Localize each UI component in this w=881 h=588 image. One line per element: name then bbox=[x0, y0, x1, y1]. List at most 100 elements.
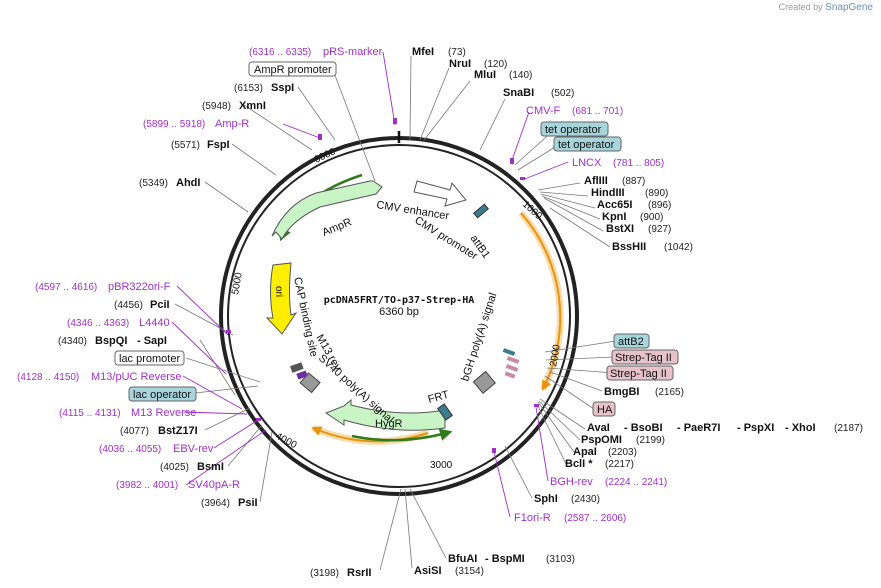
enzyme-psii-pos: (3964) bbox=[201, 498, 230, 509]
enzyme-fspi: FspI bbox=[207, 139, 230, 151]
enzyme-mlui: MluI bbox=[474, 69, 496, 81]
box-strep-tag-2: Strep-Tag II bbox=[606, 365, 674, 381]
ampr-arrow bbox=[271, 180, 383, 240]
primer-m13rev-pos: (4115 .. 4131) bbox=[59, 408, 121, 419]
enzyme-avai-pos: (2187) bbox=[834, 423, 863, 434]
primer-sv40pa: SV40pA-R bbox=[188, 479, 240, 491]
box-tet-operator-1: tet operator bbox=[540, 121, 609, 137]
enzyme-bsmi: BsmI bbox=[197, 461, 224, 473]
enzyme-hindiii-pos: (890) bbox=[645, 188, 668, 199]
enzyme-ahdi: AhdI bbox=[176, 177, 200, 189]
hygr-arrow bbox=[324, 398, 446, 431]
enzyme-psii: PsiI bbox=[238, 497, 258, 509]
enzyme-nrui-pos: (120) bbox=[484, 59, 507, 70]
enzyme-bsshii-pos: (1042) bbox=[664, 242, 693, 253]
box-lac-operator: lac operator bbox=[128, 386, 197, 402]
enzyme-avai: AvaI bbox=[587, 422, 610, 434]
enzyme-mfei: MfeI bbox=[412, 46, 434, 58]
enzyme-pcii: PciI bbox=[150, 299, 170, 311]
enzyme-afliii-pos: (887) bbox=[622, 176, 645, 187]
enzyme-bmgbi-pos: (2165) bbox=[655, 387, 684, 398]
box-ha: HA bbox=[592, 401, 616, 417]
enzyme-pspxi: - PspXI bbox=[737, 422, 774, 434]
tet-operator-2-label: tet operator bbox=[558, 139, 615, 151]
primer-f1ori: F1ori-R bbox=[514, 512, 551, 524]
enzyme-bfuai-pos: (3103) bbox=[546, 554, 575, 565]
primer-lncx: LNCX bbox=[572, 157, 602, 169]
enzyme-apai: ApaI bbox=[573, 446, 597, 458]
primer-l4440: L4440 bbox=[139, 317, 170, 329]
enzyme-pspomi: PspOMI bbox=[581, 434, 622, 446]
enzyme-nrui: NruI bbox=[449, 58, 471, 70]
leader-lines bbox=[174, 55, 617, 571]
label-cap: CAP binding site bbox=[291, 276, 320, 358]
enzyme-xhoi: - XhoI bbox=[785, 422, 816, 434]
enzyme-bstz17i: BstZ17I bbox=[158, 425, 198, 437]
enzyme-snabi: SnaBI bbox=[503, 87, 534, 99]
strep-tag-1-label: Strep-Tag II bbox=[615, 352, 672, 364]
m13-marker bbox=[296, 370, 308, 380]
primer-ampr: Amp-R bbox=[215, 118, 249, 130]
enzyme-apai-pos: (2203) bbox=[608, 447, 637, 458]
primer-ampr-pos: (5899 .. 5918) bbox=[143, 119, 205, 130]
enzyme-bsmi-pos: (4025) bbox=[160, 462, 189, 473]
snapgene-logo-text: SnapGene bbox=[825, 2, 873, 13]
box-attb2: attB2 bbox=[613, 333, 650, 349]
credit-prefix: Created by bbox=[778, 2, 823, 12]
enzyme-kpni-pos: (900) bbox=[640, 212, 663, 223]
strep-tag-2-label: Strep-Tag II bbox=[610, 368, 667, 380]
enzyme-asisi: AsiSI bbox=[414, 565, 442, 577]
lac-operator-label: lac operator bbox=[133, 389, 191, 401]
enzyme-xmni-pos: (5948) bbox=[202, 101, 231, 112]
primer-pbr322: pBR322ori-F bbox=[108, 281, 171, 293]
enzyme-bsshii: BssHII bbox=[612, 241, 646, 253]
label-hygr: HygR bbox=[375, 418, 403, 430]
label-ori: ori bbox=[273, 286, 284, 297]
enzyme-sapi: - SapI bbox=[137, 335, 167, 347]
enzyme-bfuai: BfuAI bbox=[448, 553, 477, 565]
primer-ebv-pos: (4036 .. 4055) bbox=[99, 444, 161, 455]
sv40-marker bbox=[299, 372, 321, 394]
label-ampr: AmpR bbox=[321, 216, 354, 239]
enzyme-pspomi-pos: (2199) bbox=[636, 435, 665, 446]
enzyme-snabi-pos: (502) bbox=[551, 88, 574, 99]
box-lac-promoter: lac promoter bbox=[114, 350, 185, 366]
enzyme-sphi: SphI bbox=[534, 493, 558, 505]
primer-cmvf: CMV-F bbox=[526, 105, 561, 117]
plasmid-name: pcDNA5FRT/TO-p37-Strep-HA bbox=[324, 295, 475, 306]
attb2-label: attB2 bbox=[618, 336, 644, 348]
credit: Created by SnapGene bbox=[779, 2, 873, 13]
enzyme-fspi-pos: (5571) bbox=[171, 140, 200, 151]
label-frt: FRT bbox=[427, 389, 451, 406]
enzyme-paer7i: - PaeR7I bbox=[677, 422, 720, 434]
primer-cmvf-pos: (681 .. 701) bbox=[572, 106, 623, 117]
primer-l4440-pos: (4346 .. 4363) bbox=[67, 318, 129, 329]
tick-3000: 3000 bbox=[430, 460, 453, 471]
primer-f1ori-pos: (2587 .. 2606) bbox=[564, 513, 626, 524]
box-tet-operator-2: tet operator bbox=[553, 136, 622, 152]
frt-marker bbox=[437, 403, 453, 421]
enzyme-pcii-pos: (4456) bbox=[114, 300, 143, 311]
primer-m13rev: M13 Reverse bbox=[131, 407, 196, 419]
enzyme-bmgbi: BmgBI bbox=[604, 386, 639, 398]
lac-promoter-label: lac promoter bbox=[119, 353, 180, 365]
primer-m13puc-pos: (4128 .. 4150) bbox=[17, 372, 79, 383]
enzyme-acc65i: Acc65I bbox=[597, 199, 632, 211]
enzyme-sspi-pos: (6153) bbox=[234, 83, 263, 94]
enzyme-mfei-pos: (73) bbox=[448, 47, 466, 58]
enzyme-bcli-pos: (2217) bbox=[605, 459, 634, 470]
enzyme-sphi-pos: (2430) bbox=[571, 494, 600, 505]
tag-markers bbox=[502, 348, 520, 379]
enzyme-asisi-pos: (3154) bbox=[455, 566, 484, 577]
tick-2000: 2000 bbox=[548, 343, 563, 367]
enzyme-xmni: XmnI bbox=[239, 100, 266, 112]
enzyme-hindiii: HindIII bbox=[591, 187, 625, 199]
primer-prs: pRS-marker bbox=[323, 46, 383, 58]
attb1-marker bbox=[473, 203, 489, 219]
ori-arrow bbox=[265, 262, 298, 335]
cmv-enhancer-arrow bbox=[413, 180, 467, 207]
primer-prs-pos: (6316 .. 6335) bbox=[249, 47, 311, 58]
enzyme-rsrii-pos: (3198) bbox=[310, 568, 339, 579]
box-strep-tag-1: Strep-Tag II bbox=[611, 349, 679, 365]
